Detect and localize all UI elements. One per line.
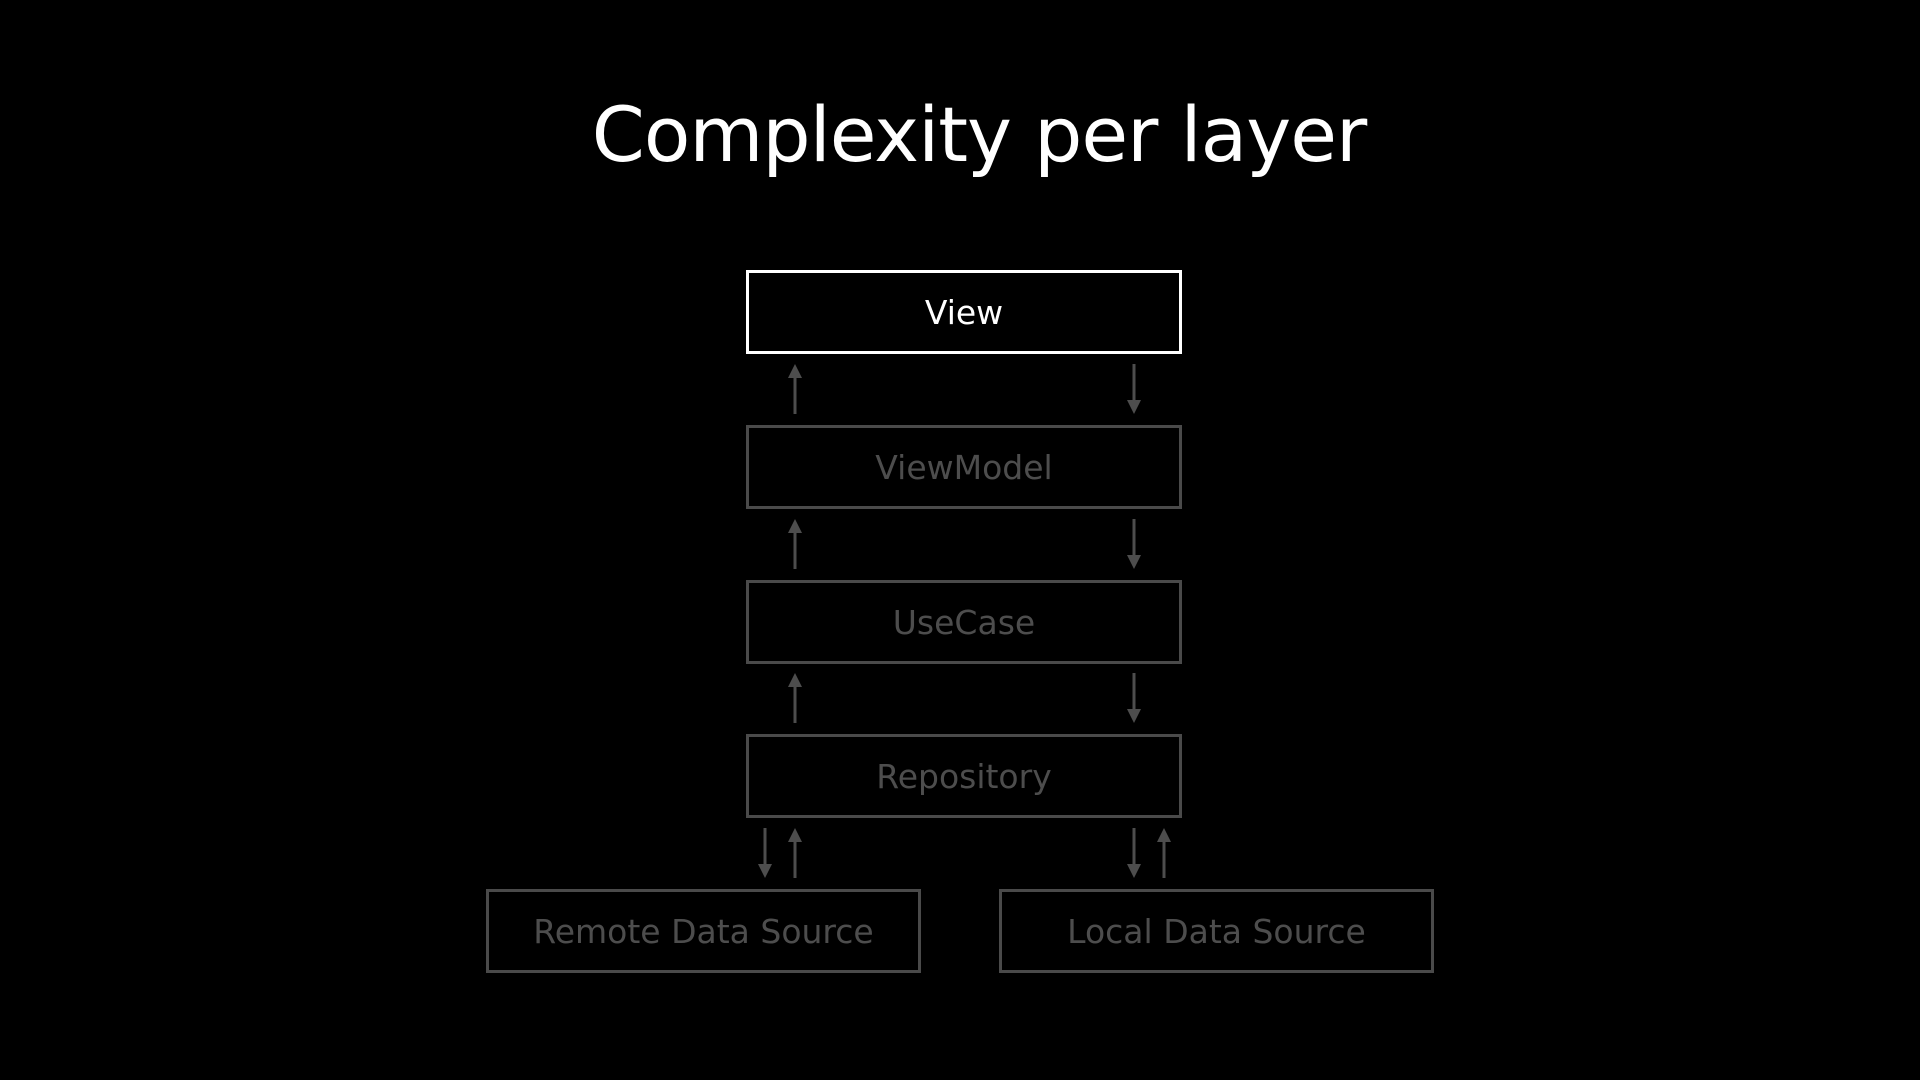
layer-label-remote-data-source: Remote Data Source <box>533 911 874 951</box>
arrow-up-repository-to-usecase <box>788 673 802 723</box>
layer-box-repository: Repository <box>746 734 1182 818</box>
layer-label-view: View <box>924 292 1004 332</box>
layer-label-local-data-source: Local Data Source <box>1067 911 1366 951</box>
arrow-up-viewmodel-to-view <box>788 364 802 414</box>
arrow-down-repository-to-local <box>1127 828 1141 878</box>
layer-box-view: View <box>746 270 1182 354</box>
layer-box-usecase: UseCase <box>746 580 1182 664</box>
arrow-up-usecase-to-viewmodel <box>788 519 802 569</box>
layer-box-local-data-source: Local Data Source <box>999 889 1434 973</box>
layer-label-repository: Repository <box>876 756 1052 796</box>
arrow-down-repository-to-remote <box>758 828 772 878</box>
arrow-down-view-to-viewmodel <box>1127 364 1141 414</box>
layer-box-remote-data-source: Remote Data Source <box>486 889 921 973</box>
layer-label-viewmodel: ViewModel <box>875 447 1053 487</box>
arrow-up-local-to-repository <box>1157 828 1171 878</box>
slide-title: Complexity per layer <box>591 90 1367 179</box>
arrow-down-usecase-to-repository <box>1127 673 1141 723</box>
arrow-down-viewmodel-to-usecase <box>1127 519 1141 569</box>
arrow-up-remote-to-repository <box>788 828 802 878</box>
layer-label-usecase: UseCase <box>892 602 1036 642</box>
layer-box-viewmodel: ViewModel <box>746 425 1182 509</box>
